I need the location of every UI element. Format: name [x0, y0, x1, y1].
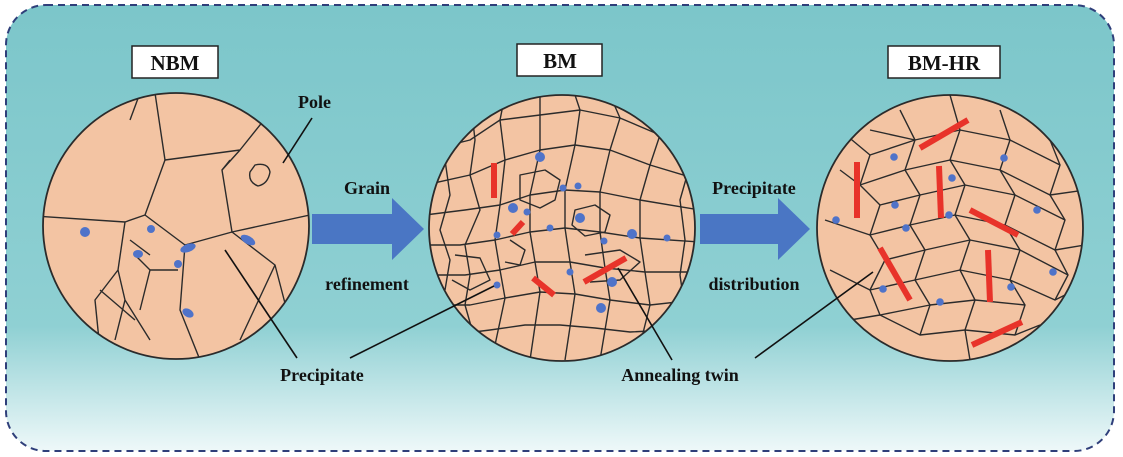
bmhr-precipitates [832, 153, 1057, 306]
annealing-twin-mark [582, 255, 628, 285]
precipitate-dot [574, 182, 582, 190]
nbm-grain-boundaries [43, 93, 309, 359]
precipitate-pointer-nbm [224, 249, 298, 359]
annealing-twin-pointer-bm [617, 267, 673, 361]
bm-annealing-twins [491, 163, 628, 298]
precipitate-dot [546, 224, 554, 232]
bm-title-box [516, 43, 603, 77]
precipitate-dot [133, 250, 143, 258]
precipitate-pointer-bm [349, 285, 495, 359]
annealing-twin-mark [985, 249, 993, 303]
precipitate-dot [575, 213, 585, 223]
precipitate-dot [891, 201, 899, 209]
annealing-twin-pointer-bmhr [754, 271, 874, 359]
annealing-twin-mark [509, 219, 526, 237]
precipitate-dot [1049, 268, 1057, 276]
precipitate-dot [832, 216, 840, 224]
precipitate-distribution-arrow: Precipitate distribution [700, 178, 810, 294]
right-arrow-icon [312, 198, 424, 260]
bmhr-title-box [887, 45, 1001, 79]
precipitate-dot [535, 152, 545, 162]
precipitate-dot [1000, 154, 1008, 162]
annealing-twin-mark [936, 165, 944, 219]
nbm-panel: NBM [42, 45, 331, 360]
precipitate-dot [180, 243, 196, 253]
nbm-title: NBM [151, 51, 200, 75]
precipitate-dot [879, 285, 887, 293]
nbm-grain-disk [42, 92, 310, 360]
annealing-twin-label: Annealing twin [621, 365, 739, 385]
precipitate-dot [559, 184, 567, 192]
precipitate-label: Precipitate [280, 365, 364, 385]
bm-panel: BM [428, 43, 696, 362]
annotations: Precipitate Annealing twin [224, 249, 874, 385]
precipitate-dot [596, 303, 606, 313]
arrow2-top-label: Precipitate [712, 178, 796, 198]
bmhr-title: BM-HR [908, 51, 981, 75]
precipitate-dot [80, 227, 90, 237]
precipitate-dot [240, 234, 256, 246]
arrow1-top-label: Grain [344, 178, 390, 198]
precipitate-dot [493, 231, 501, 239]
annealing-twin-mark [877, 246, 913, 302]
precipitate-dot [890, 153, 898, 161]
arrow2-bottom-label: distribution [708, 274, 799, 294]
precipitate-dot [1007, 283, 1015, 291]
precipitate-dot [627, 229, 637, 239]
bmhr-panel: BM-HR [816, 45, 1084, 362]
annealing-twin-mark [970, 319, 1024, 348]
precipitate-dot [523, 208, 531, 216]
precipitate-dot [600, 237, 608, 245]
precipitate-dot [607, 277, 617, 287]
precipitate-dot [508, 203, 518, 213]
pole-label: Pole [298, 92, 331, 112]
bmhr-grain-disk [816, 94, 1084, 362]
precipitate-dot [1033, 206, 1041, 214]
precipitate-dot [936, 298, 944, 306]
nbm-title-box [131, 45, 219, 79]
arrow1-bottom-label: refinement [325, 274, 409, 294]
annealing-twin-mark [968, 207, 1020, 238]
grain-refinement-arrow: Grain refinement [312, 178, 424, 294]
precipitate-dot [182, 308, 194, 318]
annealing-twin-mark [531, 275, 556, 298]
precipitate-dot [948, 174, 956, 182]
precipitate-dot [945, 211, 953, 219]
bmhr-annealing-twins [854, 117, 1024, 348]
bm-title: BM [543, 49, 577, 73]
precipitate-dot [174, 260, 182, 268]
precipitate-dot [147, 225, 155, 233]
nbm-precipitates [80, 225, 256, 318]
precipitate-dot [902, 224, 910, 232]
precipitate-dot [566, 268, 574, 276]
annealing-twin-mark [918, 117, 970, 151]
precipitate-dot [493, 281, 501, 289]
bm-precipitates [493, 152, 671, 313]
precipitate-dot [663, 234, 671, 242]
right-arrow-icon [700, 198, 810, 260]
pole-pointer [282, 117, 313, 164]
